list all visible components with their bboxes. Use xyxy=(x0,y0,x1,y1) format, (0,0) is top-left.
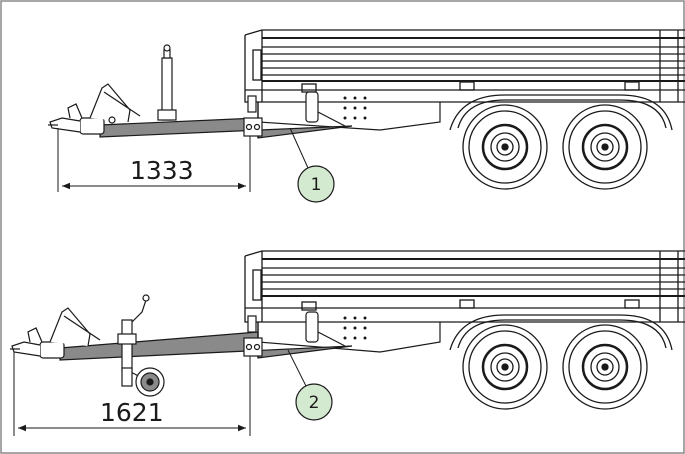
callout-circle-1 xyxy=(297,165,335,203)
drawbar-bracket-2 xyxy=(243,315,263,357)
trailer-body-2 xyxy=(244,250,685,323)
callout-leader-2 xyxy=(287,349,307,387)
damper-2 xyxy=(305,311,346,347)
damper-1 xyxy=(305,91,346,127)
coupling-head-2 xyxy=(10,307,101,359)
dimension-label-2: 1621 xyxy=(100,398,164,427)
drawbar-1 xyxy=(99,117,353,139)
dimension-label-1: 1333 xyxy=(130,156,194,185)
trailer-variant-1: 1333 1 xyxy=(48,29,685,203)
callout-leader-1 xyxy=(289,127,309,169)
wheel-1a xyxy=(462,104,548,190)
wheel-1b xyxy=(562,104,648,190)
jockey-post-1 xyxy=(157,44,177,121)
callout-label-1: 1 xyxy=(311,175,322,195)
callout-circle-2 xyxy=(295,383,333,421)
trailer-body-1 xyxy=(244,29,685,103)
wheel-2b xyxy=(562,324,648,410)
drawbar-bracket-1 xyxy=(243,95,263,137)
callout-label-2: 2 xyxy=(309,393,320,413)
jockey-wheel-2 xyxy=(117,294,165,397)
trailer-variant-2: 1621 2 xyxy=(10,250,685,436)
dimension-line-1 xyxy=(57,128,251,192)
fender-1 xyxy=(449,94,673,131)
dimension-line-2 xyxy=(13,352,251,436)
fender-2 xyxy=(449,314,673,351)
wheel-2a xyxy=(462,324,548,410)
